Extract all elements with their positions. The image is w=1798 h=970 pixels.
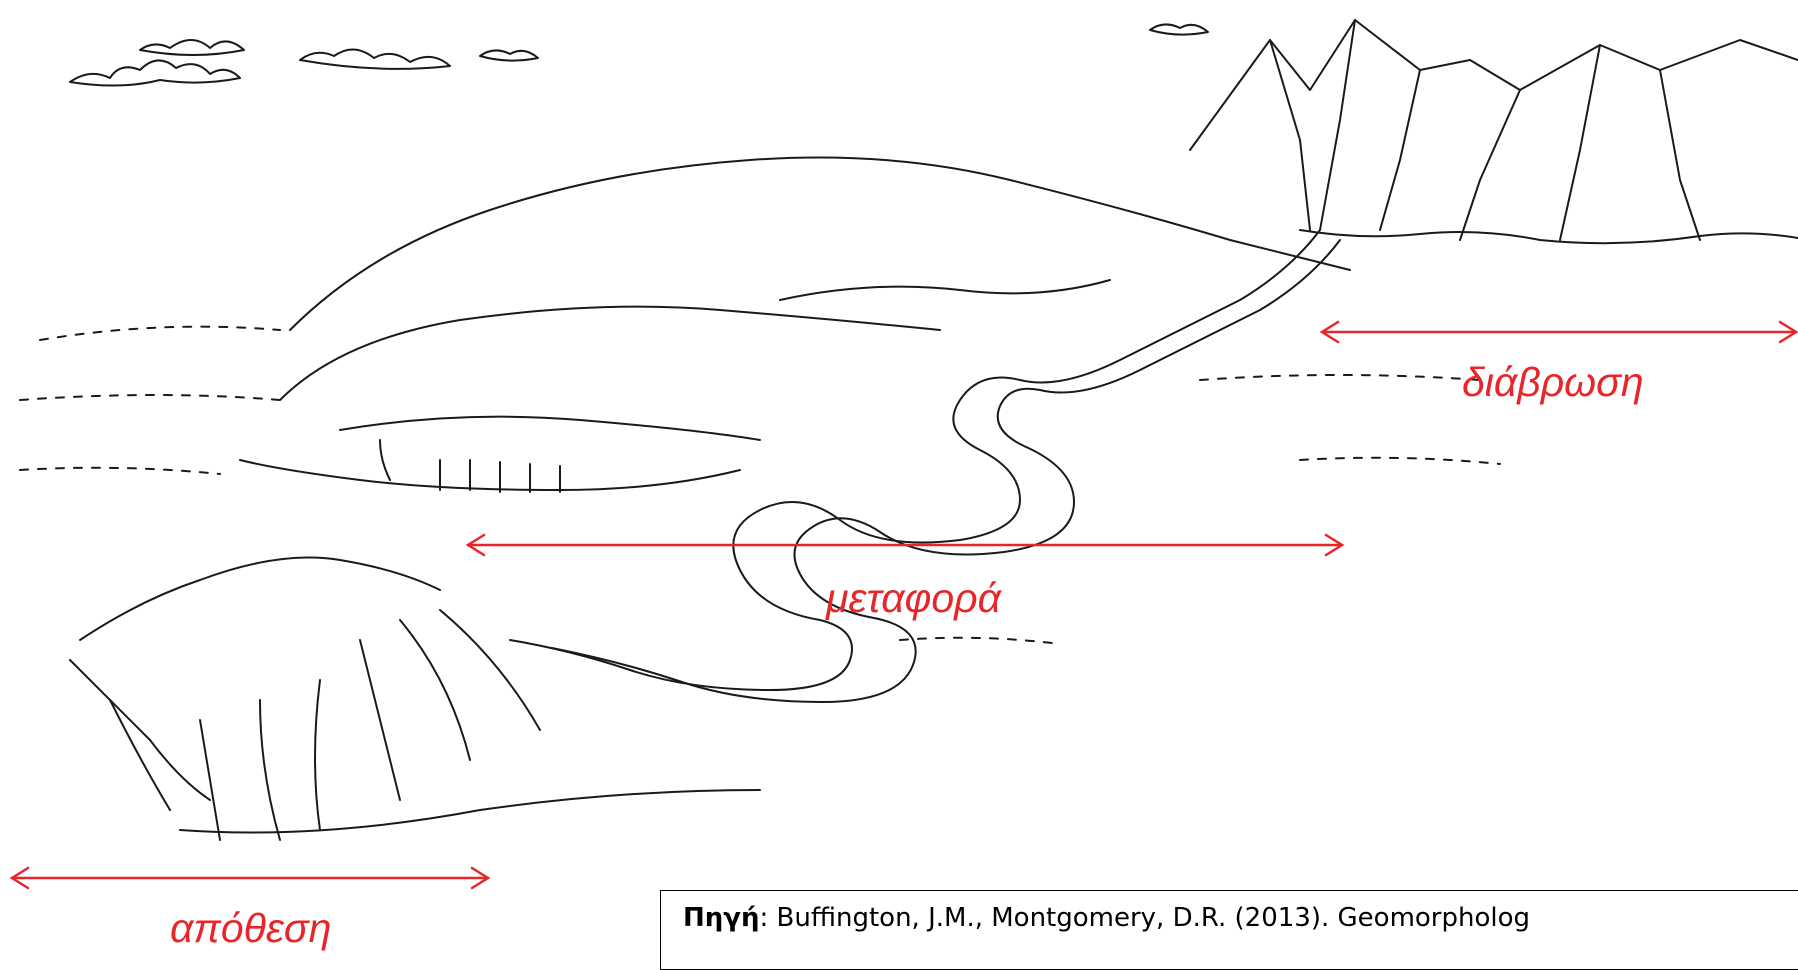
transport-zone-label: μεταφορά xyxy=(826,578,1001,619)
landscape-line-drawing xyxy=(20,20,1798,840)
source-separator: : xyxy=(760,903,769,933)
deposition-zone-label: απόθεση xyxy=(170,908,331,949)
source-citation-text: Buffington, J.M., Montgomery, D.R. (2013… xyxy=(768,903,1530,933)
mountains xyxy=(1190,20,1798,243)
hills xyxy=(240,158,1350,493)
meandering-river xyxy=(510,230,1340,702)
delta-deposits xyxy=(70,558,760,841)
deposition-arrow xyxy=(12,868,488,888)
source-label: Πηγή xyxy=(683,903,760,933)
erosion-arrow xyxy=(1322,322,1796,342)
source-citation-box: Πηγή: Buffington, J.M., Montgomery, D.R.… xyxy=(660,890,1798,970)
clouds xyxy=(70,24,1208,85)
erosion-zone-label: διάβρωση xyxy=(1462,362,1644,403)
transport-arrow xyxy=(468,535,1342,555)
